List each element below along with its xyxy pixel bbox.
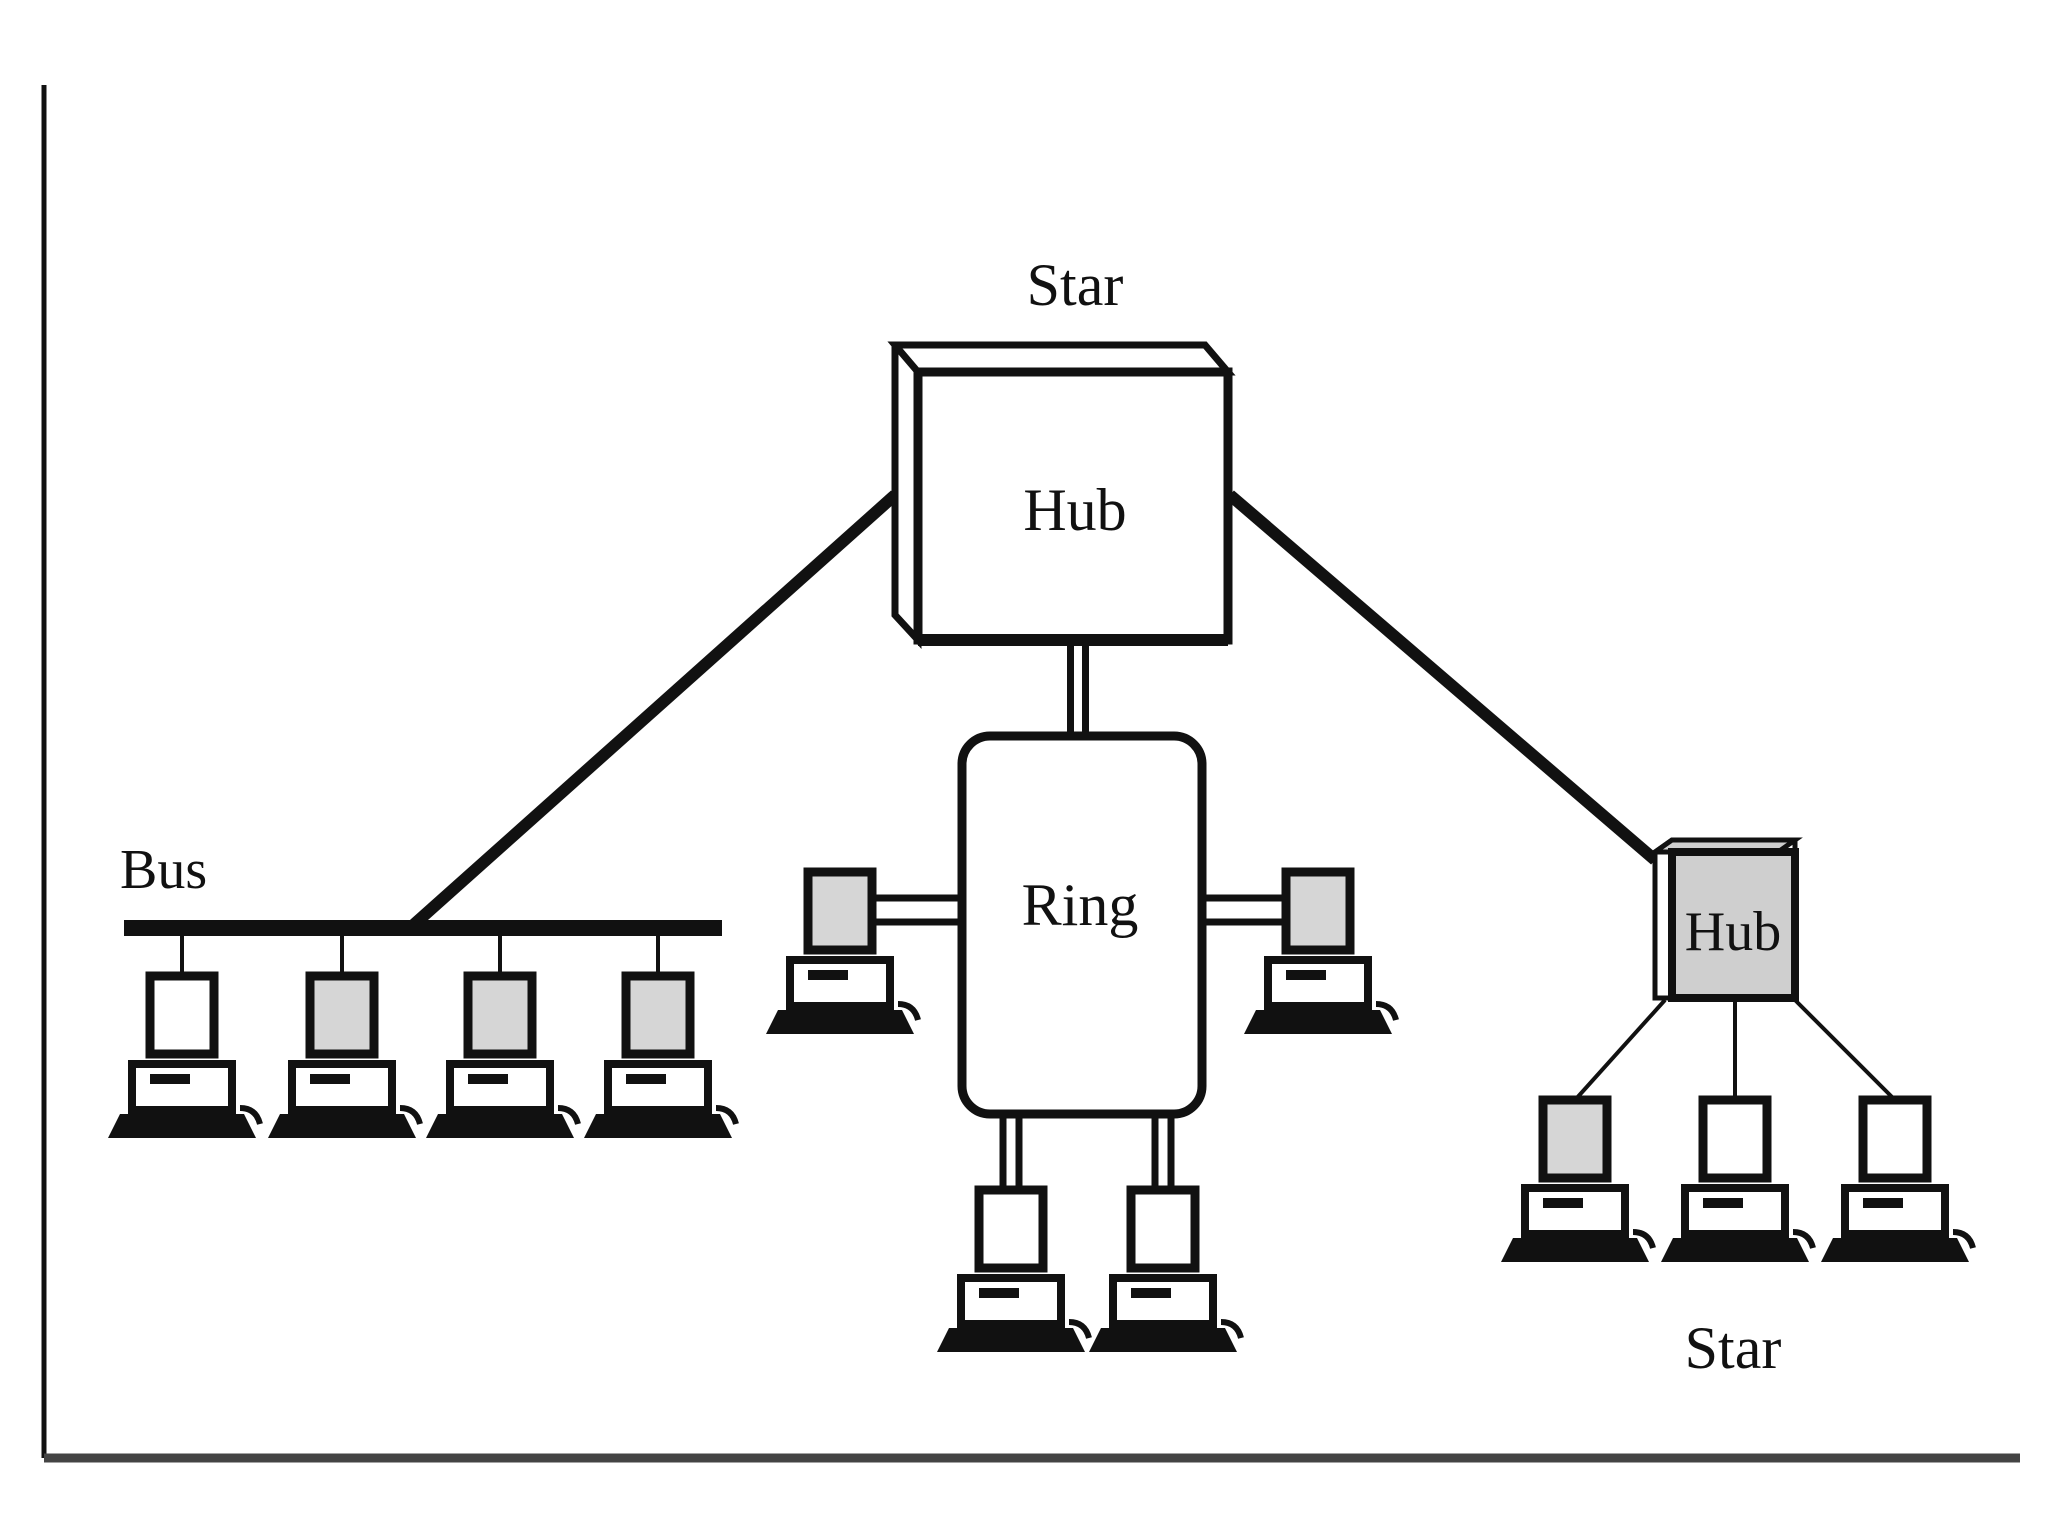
ring-label: Ring xyxy=(1022,872,1139,938)
main-hub-label: Hub xyxy=(1023,477,1126,543)
link-hub-to-bus xyxy=(406,490,899,933)
small-hub-label: Hub xyxy=(1685,901,1781,963)
bus-computer-icon xyxy=(108,976,260,1138)
small-hub: Hub xyxy=(1647,837,1803,1002)
bus-label: Bus xyxy=(120,839,207,901)
star-computer-icon xyxy=(1501,1100,1653,1262)
bus-computer-icon xyxy=(268,976,420,1138)
link-hub-to-small-hub xyxy=(1226,490,1659,865)
ring-computer-icon xyxy=(937,1190,1089,1352)
ring-node: Ring xyxy=(957,731,1207,1119)
star-computers xyxy=(1501,1100,1973,1262)
star-computer-icon xyxy=(1661,1100,1813,1262)
bus-computer-icon xyxy=(584,976,736,1138)
ring-connectors xyxy=(876,894,1288,1190)
small-hub-links xyxy=(1573,998,1897,1102)
bus-drops xyxy=(180,928,660,976)
bottom-star-label: Star xyxy=(1685,1315,1782,1381)
bus-computers xyxy=(108,976,736,1138)
bus-computer-icon xyxy=(426,976,578,1138)
main-hub: Hub xyxy=(887,341,1236,649)
star-computer-icon xyxy=(1821,1100,1973,1262)
top-star-label: Star xyxy=(1027,252,1124,318)
ring-computer-icon xyxy=(1089,1190,1241,1352)
